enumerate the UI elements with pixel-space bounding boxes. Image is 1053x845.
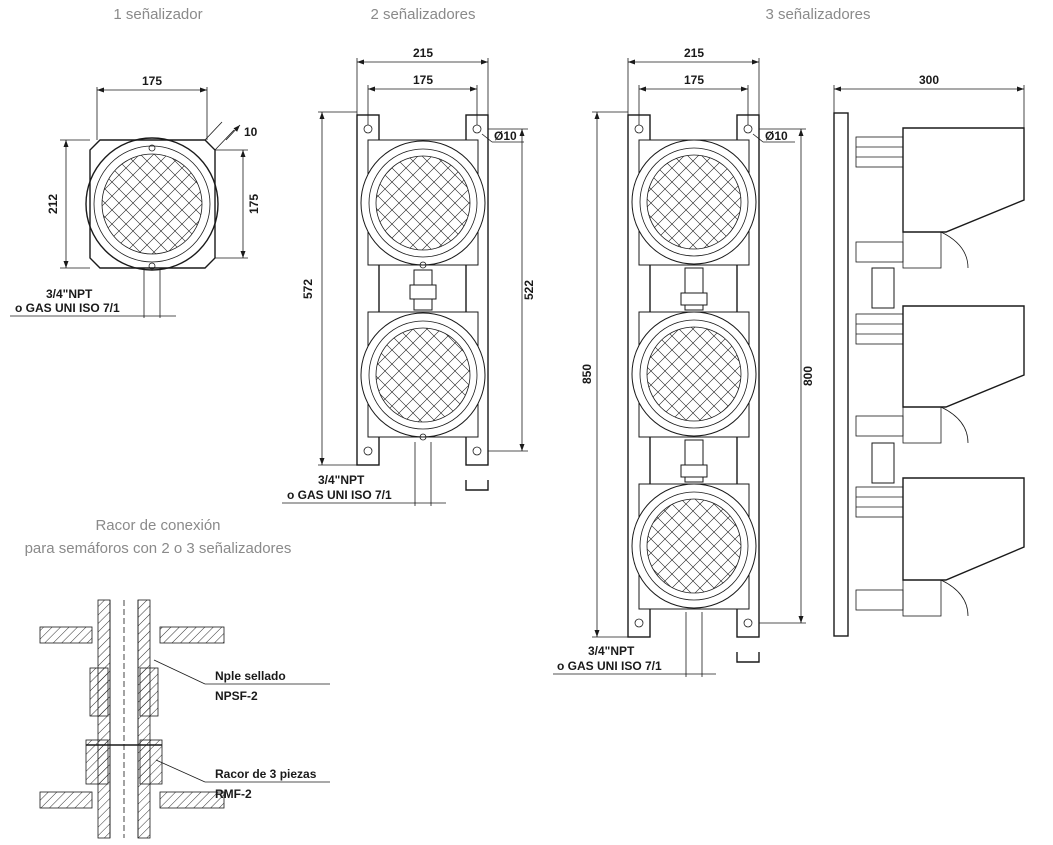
title-two-signals: 2 señalizadores bbox=[370, 6, 475, 23]
side-depth-dim: 300 bbox=[919, 73, 939, 87]
two-hole-height-dim: 522 bbox=[522, 280, 536, 300]
side-backplate bbox=[833, 112, 849, 637]
two-signal-view: 215 175 Ø10 572 522 3/4"NPT o GAS UNI IS… bbox=[282, 46, 536, 506]
two-total-width-dim: 215 bbox=[413, 46, 433, 60]
two-inner-width-dim: 175 bbox=[413, 73, 433, 87]
three-head-top bbox=[631, 139, 757, 266]
racor-union-code: RMF-2 bbox=[215, 787, 252, 801]
racor-nipple-label: Nple sellado bbox=[215, 669, 286, 683]
three-head-bottom bbox=[631, 483, 757, 610]
three-thread-line1: 3/4"NPT bbox=[588, 644, 635, 658]
one-signal-housing bbox=[89, 139, 216, 269]
two-thread-line2: o GAS UNI ISO 7/1 bbox=[287, 488, 392, 502]
two-connector bbox=[409, 269, 437, 311]
one-signal-view: 175 212 175 10 3/4"NPT o GAS UNI ISO 7/1 bbox=[10, 74, 261, 318]
side-head-middle bbox=[855, 305, 1025, 444]
side-connector-bottom bbox=[871, 442, 895, 484]
racor-nipple-code: NPSF-2 bbox=[215, 689, 258, 703]
three-total-height-dim: 850 bbox=[580, 364, 594, 384]
three-head-middle bbox=[631, 311, 757, 438]
three-signal-front-view: 215 175 Ø10 850 800 3/4"NPT o GAS UNI IS… bbox=[553, 46, 815, 677]
three-thread-line2: o GAS UNI ISO 7/1 bbox=[557, 659, 662, 673]
side-connector-top bbox=[871, 267, 895, 309]
title-one-signal: 1 señalizador bbox=[113, 6, 202, 23]
three-connector-top bbox=[680, 267, 708, 311]
racor-union-label: Racor de 3 piezas bbox=[215, 767, 317, 781]
title-racor-line1: Racor de conexión bbox=[95, 517, 220, 534]
one-thread-line1: 3/4"NPT bbox=[46, 287, 93, 301]
one-height-dim: 212 bbox=[46, 194, 60, 214]
three-connector-bottom bbox=[680, 439, 708, 483]
three-inner-width-dim: 175 bbox=[684, 73, 704, 87]
three-hole-dim: Ø10 bbox=[765, 129, 788, 143]
two-total-height-dim: 572 bbox=[301, 279, 315, 299]
one-signal-lens bbox=[85, 137, 219, 271]
two-upper-head bbox=[360, 139, 486, 269]
two-thread-line1: 3/4"NPT bbox=[318, 473, 365, 487]
title-three-signals: 3 señalizadores bbox=[765, 6, 870, 23]
one-thread-line2: o GAS UNI ISO 7/1 bbox=[15, 301, 120, 315]
three-total-width-dim: 215 bbox=[684, 46, 704, 60]
side-head-bottom bbox=[855, 477, 1025, 617]
one-inner-dim: 175 bbox=[247, 194, 261, 214]
racor-section: Nple sellado NPSF-2 Racor de 3 piezas RM… bbox=[39, 599, 330, 839]
title-racor-line2: para semáforos con 2 o 3 señalizadores bbox=[25, 540, 292, 557]
three-signal-side-view: 300 bbox=[833, 73, 1025, 637]
two-hole-dim: Ø10 bbox=[494, 129, 517, 143]
side-head-top bbox=[855, 127, 1025, 269]
one-corner-dim: 10 bbox=[244, 125, 258, 139]
one-width-dim: 175 bbox=[142, 74, 162, 88]
two-lower-head bbox=[360, 311, 486, 441]
three-hole-height-dim: 800 bbox=[801, 366, 815, 386]
